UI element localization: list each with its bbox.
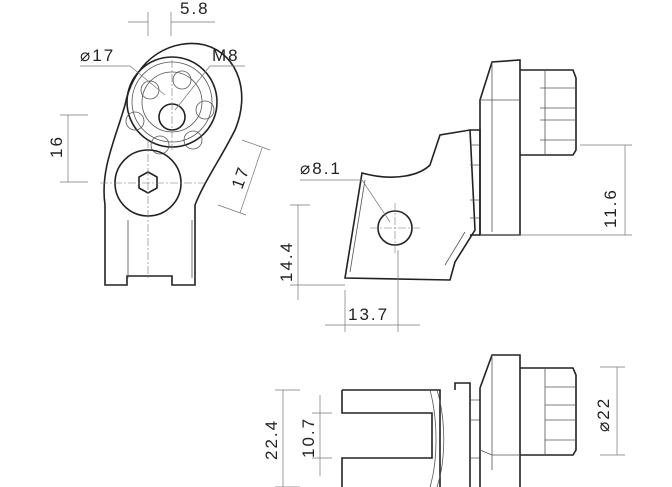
center-lines xyxy=(100,60,205,280)
dim-13-7-label: 13.7 xyxy=(348,305,389,324)
fork-curve xyxy=(429,389,445,487)
bottom-collar xyxy=(454,382,471,487)
side-serration-block xyxy=(479,59,521,236)
bracket-edges xyxy=(349,179,466,273)
dim-diameter-22-lines xyxy=(600,366,625,456)
fork xyxy=(341,389,441,487)
dim-5-8-label: 5.8 xyxy=(180,0,210,18)
dim-16-lines xyxy=(60,114,88,183)
dim-16-label: 16 xyxy=(47,135,66,158)
side-view: ⌀8.1 14.4 13.7 11.6 xyxy=(277,59,632,332)
dim-14-4-label: 14.4 xyxy=(277,241,296,282)
bottom-collar-teeth xyxy=(470,399,481,459)
dim-10-7-label: 10.7 xyxy=(299,417,318,458)
dim-hole-diameter-label: ⌀8.1 xyxy=(300,159,342,178)
dim-14-4-lines xyxy=(290,204,345,300)
dim-diameter-22-label: ⌀22 xyxy=(594,397,613,432)
dim-13-7-lines xyxy=(325,250,420,332)
dim-hole-leader xyxy=(300,179,391,223)
bottom-view: 22.4 10.7 ⌀22 xyxy=(262,354,625,487)
dim-5-8-lines xyxy=(128,12,215,36)
collar-teeth xyxy=(470,144,480,219)
front-body-inner-lines xyxy=(127,220,193,278)
bottom-block-edges xyxy=(479,355,520,470)
front-view: 5.8 ⌀17 M8 16 17 xyxy=(47,0,271,286)
bottom-serration-block xyxy=(479,354,521,487)
dim-11-6-lines xyxy=(480,144,632,236)
dim-diameter-17-leader xyxy=(80,65,166,96)
block-edge-lines xyxy=(480,62,520,232)
m8-leader xyxy=(174,65,245,111)
dim-10-7-lines xyxy=(312,395,332,476)
dim-22-4-label: 22.4 xyxy=(262,419,281,460)
dim-11-6-label: 11.6 xyxy=(601,188,620,228)
side-connector xyxy=(520,69,577,156)
connector-lines xyxy=(540,70,576,155)
dim-22-4-lines xyxy=(275,389,300,487)
dim-17-label: 17 xyxy=(228,163,254,191)
dim-diameter-17-label: ⌀17 xyxy=(80,46,115,65)
bottom-connector xyxy=(520,367,577,456)
bottom-connector-lines xyxy=(544,368,576,455)
hole-center-lines xyxy=(370,203,420,253)
bracket-plate xyxy=(344,129,476,281)
m8-label: M8 xyxy=(212,46,240,65)
dim-17-lines xyxy=(217,139,271,216)
front-body-outline xyxy=(103,42,243,286)
